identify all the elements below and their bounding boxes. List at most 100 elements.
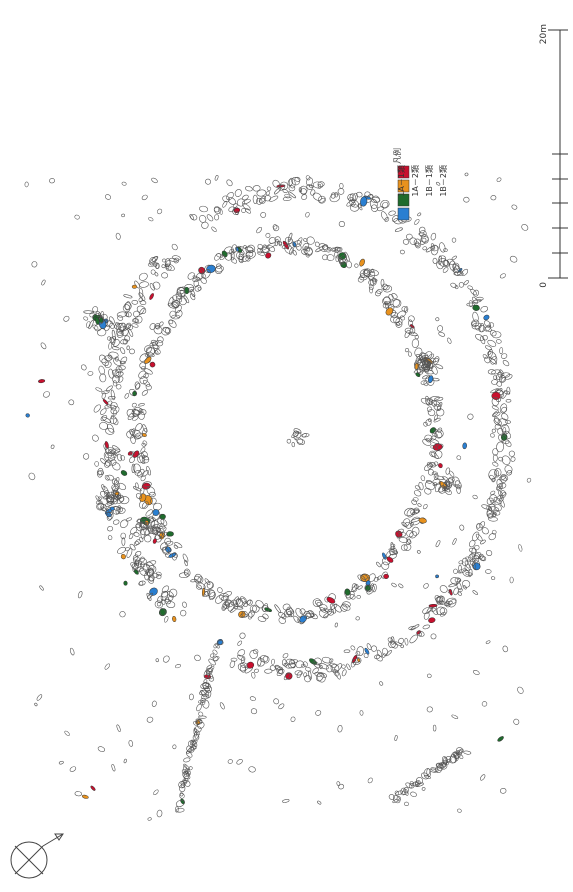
- stone: [476, 523, 483, 531]
- stone: [492, 454, 498, 462]
- stone: [274, 187, 281, 195]
- stone: [157, 525, 167, 533]
- stone: [500, 474, 509, 481]
- stone: [456, 485, 461, 494]
- stone: [120, 347, 126, 354]
- stone: [343, 649, 351, 653]
- stone: [246, 599, 252, 605]
- stone: [428, 468, 434, 476]
- stone: [383, 573, 389, 579]
- stone: [212, 655, 219, 662]
- stone: [126, 409, 135, 418]
- stone: [391, 215, 399, 222]
- stone: [376, 575, 382, 581]
- stone: [494, 469, 500, 478]
- stone: [487, 516, 498, 522]
- stone: [139, 536, 144, 543]
- stone: [139, 493, 147, 502]
- stone: [428, 375, 434, 384]
- stone: [364, 584, 373, 593]
- stone: [183, 779, 191, 787]
- stone: [146, 465, 151, 476]
- stone: [430, 767, 439, 772]
- stone: [203, 669, 210, 679]
- stone: [138, 403, 145, 407]
- stone: [314, 599, 323, 606]
- stone: [479, 555, 487, 562]
- stone: [323, 610, 333, 618]
- stone: [500, 476, 507, 483]
- stone: [110, 506, 115, 511]
- stone: [415, 777, 424, 785]
- stone: [494, 503, 502, 512]
- stone: [123, 758, 127, 764]
- stone: [424, 774, 431, 779]
- stone: [169, 257, 178, 263]
- stone: [295, 437, 304, 444]
- stone: [299, 608, 306, 615]
- stone: [194, 654, 201, 662]
- stone: [105, 512, 112, 518]
- stone: [330, 192, 336, 199]
- stone: [205, 178, 211, 185]
- stone: [501, 406, 508, 413]
- stone: [376, 561, 381, 568]
- legend-swatch-1b-2: [397, 207, 410, 221]
- stone: [128, 324, 134, 330]
- stone: [411, 526, 420, 536]
- stone: [165, 327, 170, 335]
- stone: [338, 220, 345, 228]
- stone: [162, 546, 171, 554]
- stone: [139, 362, 146, 369]
- stone: [491, 331, 502, 339]
- stone: [129, 428, 135, 435]
- stone: [444, 600, 453, 606]
- stone: [436, 402, 443, 411]
- stone: [355, 616, 360, 621]
- stone: [237, 654, 245, 661]
- stone: [139, 487, 145, 495]
- stone: [380, 211, 388, 221]
- stone: [139, 568, 148, 576]
- stone: [445, 602, 451, 608]
- stone: [338, 783, 345, 790]
- stone: [509, 255, 518, 263]
- stone: [199, 214, 207, 223]
- stone: [500, 787, 507, 794]
- stone: [123, 580, 128, 586]
- stone: [210, 653, 215, 658]
- stone: [293, 240, 302, 248]
- stone: [240, 656, 246, 664]
- stone: [141, 194, 148, 201]
- stone: [172, 744, 177, 750]
- stone: [435, 475, 445, 480]
- stone: [195, 719, 203, 725]
- stone: [118, 365, 126, 371]
- stone: [453, 271, 464, 276]
- stone: [115, 371, 124, 377]
- stone: [150, 497, 157, 505]
- stone: [423, 421, 428, 427]
- stone: [177, 287, 186, 295]
- stone: [246, 661, 255, 669]
- stone: [300, 188, 307, 195]
- stone: [131, 402, 137, 408]
- stone: [521, 224, 529, 231]
- stone: [496, 479, 503, 489]
- stone: [429, 438, 440, 444]
- stone: [156, 526, 162, 534]
- stone: [427, 353, 435, 360]
- stone: [97, 496, 102, 501]
- stone: [161, 258, 167, 263]
- stone: [39, 585, 44, 591]
- stone: [107, 336, 112, 341]
- stone: [113, 409, 118, 416]
- stone: [194, 573, 203, 582]
- stone: [161, 547, 170, 555]
- stone: [468, 547, 477, 554]
- stone: [28, 472, 36, 481]
- stone: [100, 408, 107, 415]
- stone: [265, 191, 271, 196]
- stone: [327, 608, 335, 616]
- stone: [381, 283, 388, 291]
